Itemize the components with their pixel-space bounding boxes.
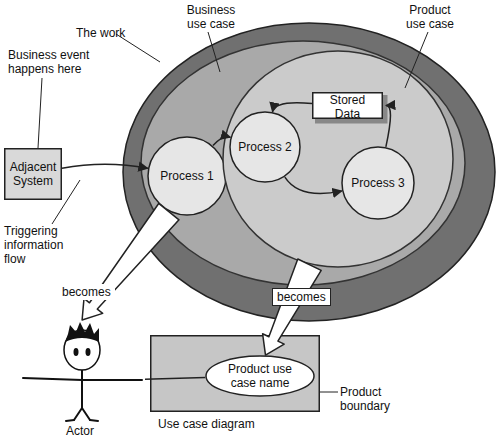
use-case-ellipse: Product use case name bbox=[205, 355, 315, 397]
callout-note: Product boundary bbox=[340, 385, 402, 413]
leader-line bbox=[38, 78, 42, 148]
node-label: Adjacent System bbox=[5, 160, 61, 188]
ellipse-outline bbox=[342, 147, 414, 219]
product-use-case-ellipse: Product use caseStored DataProcess 2Proc… bbox=[222, 50, 454, 268]
node-label: Product use case bbox=[400, 3, 460, 31]
actor-leg bbox=[82, 408, 90, 420]
node-label: Product use case name bbox=[218, 362, 302, 390]
box-outline bbox=[5, 149, 62, 200]
node-label: Actor bbox=[66, 424, 116, 438]
ellipse-outline bbox=[141, 41, 465, 285]
callout-note: Triggering information flow bbox=[4, 224, 84, 266]
edge-label: becomes bbox=[272, 288, 331, 306]
leader-line bbox=[320, 392, 338, 393]
process-circle: Process 3 bbox=[341, 146, 415, 220]
ellipse-outline bbox=[223, 51, 453, 267]
node-label: Use case diagram bbox=[158, 417, 278, 431]
work-ellipse: The workBusiness use caseProcess 1Produc… bbox=[122, 22, 496, 322]
actor-leg bbox=[74, 408, 82, 420]
process-circle: Process 1 bbox=[147, 136, 227, 216]
actor-arm bbox=[82, 379, 142, 381]
node-label: Business use case bbox=[180, 3, 242, 31]
actor-arm bbox=[23, 378, 82, 380]
node-label: Stored Data bbox=[325, 93, 371, 121]
ellipse-outline bbox=[206, 356, 314, 396]
process-circle: Process 2 bbox=[229, 111, 301, 183]
edge-label: becomes bbox=[58, 284, 115, 300]
node-label: Process 1 bbox=[152, 169, 222, 183]
ellipse-outline bbox=[148, 137, 226, 215]
actor-foot bbox=[90, 420, 98, 421]
shape-outline bbox=[20, 320, 145, 442]
actor-eye bbox=[86, 348, 91, 356]
actor-eye bbox=[74, 348, 79, 356]
ellipse-outline bbox=[230, 112, 300, 182]
node-label: The work bbox=[76, 26, 136, 40]
node-label: Process 3 bbox=[345, 176, 411, 190]
node-label: Process 2 bbox=[233, 140, 297, 154]
actor-foot bbox=[66, 420, 74, 421]
callout-note: Business event happens here bbox=[8, 48, 103, 76]
ellipse-outline bbox=[123, 23, 495, 321]
actor-figure: Actor bbox=[20, 320, 145, 442]
actor-hair bbox=[65, 322, 99, 342]
adjacent-system-box: Adjacent System bbox=[4, 148, 62, 200]
box-outline bbox=[151, 336, 320, 412]
business-use-case-ellipse: Business use caseProcess 1Product use ca… bbox=[140, 40, 466, 286]
use-case-diagram-box: Use case diagramProduct use case name bbox=[150, 335, 320, 412]
actor-body bbox=[81, 370, 83, 408]
data-store-box: Stored Data bbox=[312, 92, 386, 122]
